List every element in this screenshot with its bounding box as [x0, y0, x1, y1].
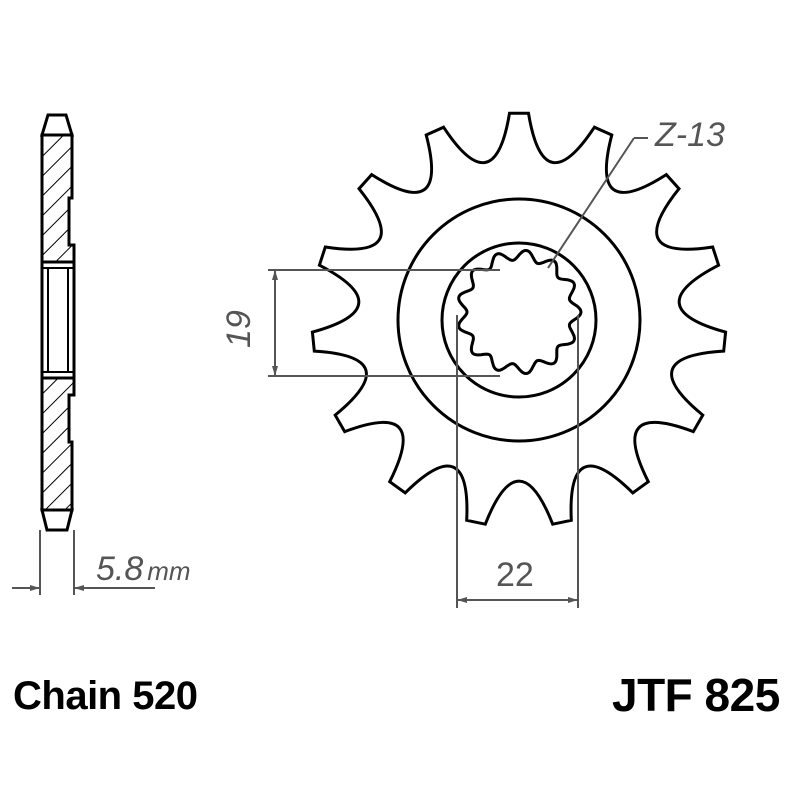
chain-label: Chain 520 [13, 674, 198, 718]
part-number: JTF 825 [612, 669, 780, 721]
teeth-count-label: Z-13 [655, 116, 725, 154]
thickness-number: 5.8 [96, 550, 144, 588]
thickness-dimension [12, 530, 155, 595]
inner-width-label: 22 [496, 556, 534, 594]
sprocket-front-view [310, 111, 728, 526]
dimension-lines [268, 137, 648, 608]
inner-height-label: 19 [220, 310, 258, 348]
thickness-unit: mm [147, 556, 191, 586]
side-profile [39, 113, 76, 532]
